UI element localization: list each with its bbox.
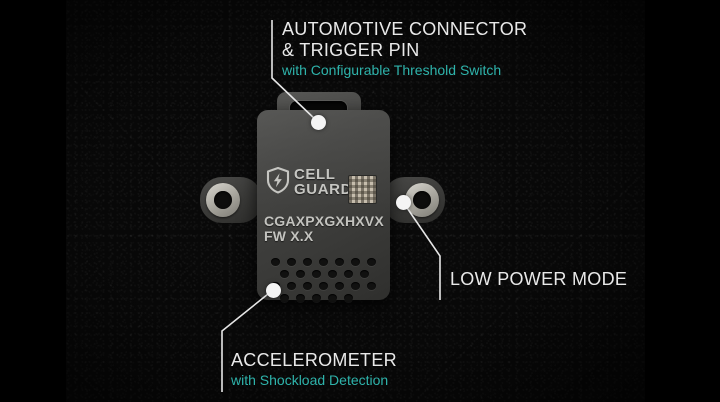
vent-hole <box>351 258 360 266</box>
callout-accelerometer: ACCELEROMETER with Shockload Detection <box>231 350 397 389</box>
vent-hole <box>351 282 360 290</box>
callout-title-line-2: & TRIGGER PIN <box>282 40 420 60</box>
vent-row <box>271 258 383 266</box>
vent-hole <box>271 258 280 266</box>
vent-hole <box>303 282 312 290</box>
vent-hole <box>280 294 289 302</box>
callout-dot-automotive-connector[interactable] <box>311 115 326 130</box>
vent-hole <box>312 270 321 278</box>
brand-line-1: CELL <box>294 166 336 183</box>
mounting-grommet-icon <box>206 183 240 217</box>
brand-line-2: GUARD <box>294 181 352 198</box>
vent-row <box>271 282 383 290</box>
vent-hole <box>335 258 344 266</box>
device-serial-block: CGAXPXGXHXVX FW X.X <box>264 214 384 244</box>
callout-title-line-1: ACCELEROMETER <box>231 350 397 370</box>
vent-hole <box>319 258 328 266</box>
mount-tab-right <box>383 177 445 223</box>
data-matrix-code <box>348 175 377 204</box>
serial-number: CGAXPXGXHXVX <box>264 213 384 229</box>
vent-hole <box>287 258 296 266</box>
vent-hole <box>319 282 328 290</box>
callout-subtitle: with Configurable Threshold Switch <box>282 62 502 78</box>
vent-hole <box>335 282 344 290</box>
vent-hole <box>328 270 337 278</box>
callout-subtitle: with Shockload Detection <box>231 372 389 388</box>
vent-hole <box>360 270 369 278</box>
vent-hole <box>296 294 305 302</box>
brand-text: CELL GUARD <box>294 166 352 198</box>
vent-hole <box>296 270 305 278</box>
device-body: CELL GUARD CGAXPXGXHXVX FW X.X <box>257 110 390 302</box>
vent-hole <box>287 282 296 290</box>
pillarbox-left <box>0 0 66 402</box>
vent-hole <box>367 282 376 290</box>
callout-automotive-connector: AUTOMOTIVE CONNECTOR & TRIGGER PIN with … <box>282 19 527 79</box>
callout-dot-low-power-mode[interactable] <box>396 195 411 210</box>
accelerometer-vent-grid <box>271 258 383 302</box>
vent-hole <box>367 258 376 266</box>
firmware-version: FW X.X <box>264 228 314 244</box>
vent-hole <box>344 294 353 302</box>
shield-lightning-icon <box>265 166 291 199</box>
callout-low-power-mode: LOW POWER MODE <box>450 269 627 290</box>
vent-hole <box>303 258 312 266</box>
vent-hole <box>344 270 353 278</box>
callout-title-line-1: AUTOMOTIVE CONNECTOR <box>282 19 528 39</box>
pillarbox-right <box>645 0 720 402</box>
brand-logo: CELL GUARD <box>265 166 352 199</box>
vent-hole <box>328 294 337 302</box>
vent-row <box>280 270 383 278</box>
vent-hole <box>280 270 289 278</box>
mount-tab-left <box>200 177 262 223</box>
vent-hole <box>312 294 321 302</box>
callout-dot-accelerometer[interactable] <box>266 283 281 298</box>
callout-title-line-1: LOW POWER MODE <box>450 269 628 289</box>
vent-row <box>280 294 383 302</box>
